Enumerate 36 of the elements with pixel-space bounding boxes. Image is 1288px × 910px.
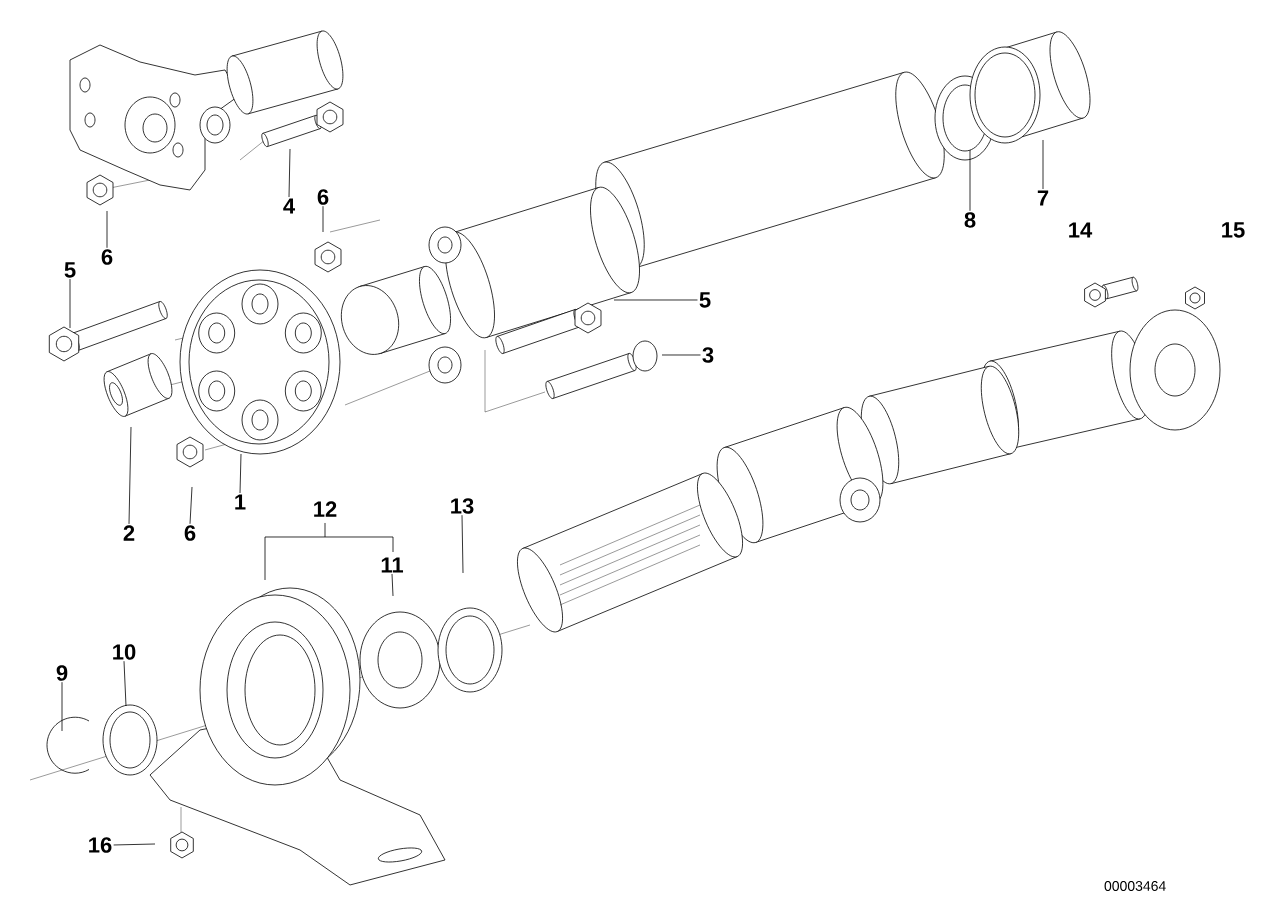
callout-number: 3 bbox=[702, 347, 714, 363]
callout-number: 6 bbox=[317, 189, 329, 205]
leader-line bbox=[391, 573, 394, 597]
callout-number: 6 bbox=[184, 525, 196, 541]
leader-line bbox=[322, 205, 324, 233]
callout-number: 10 bbox=[113, 644, 136, 660]
callout-number: 9 bbox=[56, 665, 68, 681]
leader-line bbox=[106, 210, 108, 249]
callout-number: 2 bbox=[123, 525, 135, 541]
callout-number: 5 bbox=[699, 292, 711, 308]
callout-number: 1 bbox=[235, 494, 246, 510]
callout-number: 13 bbox=[451, 498, 474, 514]
leader-line bbox=[239, 453, 242, 494]
callout-number: 12 bbox=[314, 501, 337, 517]
leader-line bbox=[61, 681, 63, 732]
leader-line bbox=[461, 514, 464, 574]
leader-line bbox=[128, 426, 132, 525]
leader-line bbox=[613, 299, 698, 301]
leader-line bbox=[1042, 139, 1044, 190]
leader-line bbox=[69, 278, 71, 329]
callout-number: 6 bbox=[101, 249, 113, 265]
leader-line bbox=[969, 149, 971, 212]
drawing-number: 00003464 bbox=[1104, 881, 1166, 891]
leader-line bbox=[661, 354, 701, 356]
callout-number: 4 bbox=[283, 198, 295, 214]
leader-line bbox=[189, 486, 193, 525]
callout-number: 5 bbox=[64, 262, 76, 278]
leader-line bbox=[113, 843, 156, 846]
leader-line bbox=[123, 660, 127, 707]
callout-number: 11 bbox=[381, 557, 403, 573]
callout-number: 15 bbox=[1222, 222, 1245, 238]
callout-number: 14 bbox=[1069, 222, 1093, 238]
callout-number: 16 bbox=[89, 837, 112, 853]
callout-number: 8 bbox=[964, 212, 976, 228]
leader-line bbox=[288, 148, 291, 198]
callout-number: 7 bbox=[1037, 190, 1049, 206]
